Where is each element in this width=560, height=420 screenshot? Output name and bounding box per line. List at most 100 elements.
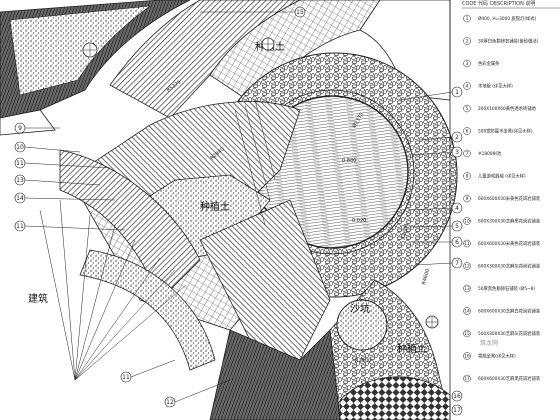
leader-fan (39, 199, 187, 381)
legend-code-marker (463, 37, 471, 45)
legend-code: 16 (464, 354, 470, 360)
legend-code: 7 (466, 151, 469, 157)
callout-bottom-1: 11 (122, 374, 130, 381)
legend-code: 4 (466, 84, 469, 90)
legend-description: Ø400, H=3000 庭院灯(样式) (478, 15, 537, 22)
legend-code-marker (463, 14, 471, 23)
legend-code: 17 (464, 376, 470, 382)
legend-code-marker (463, 329, 471, 338)
callout-right-6: 6 (455, 239, 459, 246)
legend-table: CODE 代码 DESCRIPTION 说明 1 Ø400, H=3000 庭院灯… (462, 0, 560, 383)
legend-description: 色彩金属条 (478, 60, 500, 67)
legend-description: 600X600X30芝麻黑花岗岩铺装 (478, 375, 541, 382)
legend-description: 木地板 (详见大样) (478, 83, 513, 90)
callout-left-5: 14 (16, 195, 24, 202)
callout-right-5: 5 (455, 223, 459, 230)
label-plant-mid: 种植土 (200, 200, 230, 213)
legend-code: 5 (466, 106, 469, 112)
legend-code-marker (463, 104, 471, 113)
callout-left-1: 9 (18, 125, 22, 132)
legend-code-marker (463, 149, 471, 158)
callout-right-4: 4 (455, 205, 459, 212)
legend-description: 500宽防腐木坐凳(详见大样) (478, 128, 533, 135)
dim-d6: R4600 (421, 268, 431, 285)
legend-code: 11 (464, 241, 470, 247)
legend-description: #1800树池 (478, 150, 502, 157)
legend-code: 14 (464, 309, 470, 315)
legend-code: 1 (466, 16, 469, 22)
legend-code: 6 (466, 129, 469, 135)
tree-icon (425, 315, 439, 329)
legend-code: 13 (464, 286, 470, 292)
legend-description: 儿童游戏器械 (详见大样) (478, 173, 526, 180)
watermark: 筑龙网 (480, 339, 498, 347)
legend-header-code: CODE 代码 (462, 0, 488, 7)
legend-code-marker (463, 127, 471, 135)
legend-description: 30厚白色鹅卵石铺装(嵌砂做法) (478, 38, 539, 45)
legend-code-marker (463, 374, 471, 383)
legend-code: 10 (464, 219, 470, 225)
legend-description: 500X300X30芝麻灰花岗岩铺装 (478, 330, 541, 337)
legend-description: 600X600X30芝麻白花岗岩铺装 (478, 308, 541, 315)
callout-left-group: 9 10 11 13 14 11 (14, 122, 126, 232)
legend-description: 600X600X30米黄色花岗岩铺装 (478, 240, 541, 247)
dim-d7: 0.020 (352, 218, 366, 224)
legend-code-marker (463, 82, 471, 90)
legend-code: 2 (466, 39, 469, 45)
granite-paving-bottom (209, 329, 341, 420)
dim-d5: R3600 (401, 223, 410, 240)
legend-code: 9 (466, 196, 469, 202)
leader-fan-center (234, 99, 276, 226)
callout-right-3: 3 (455, 149, 459, 156)
callout-left-2: 10 (16, 144, 24, 151)
legend-description: 50厚黑色鹅卵石铺装 (Ø5~8) (478, 285, 535, 292)
callout-bottom-2: 12 (166, 399, 174, 406)
label-plant-right: 种植土 (397, 342, 427, 355)
legend-description: 600X600X30米黄色花岗岩铺装 (478, 195, 541, 202)
legend-code-marker (463, 194, 471, 203)
legend-description: 600X300X30芝麻黑花岗岩铺装 (478, 218, 541, 225)
step-block (0, 109, 56, 136)
callout-left-4: 13 (16, 177, 24, 184)
label-building: 建筑 (28, 292, 48, 305)
legend-code-marker (463, 284, 471, 293)
sandpit (336, 299, 388, 351)
planting-bed-top (9, 5, 152, 96)
callout-right-2: 2 (455, 134, 459, 141)
dim-d4: 0.880 (342, 158, 356, 164)
legend-code: 15 (464, 331, 470, 337)
callout-bottom-right-1: 16 (453, 393, 461, 400)
fan-band-6 (199, 199, 331, 361)
callout-top (294, 6, 306, 18)
label-sandpit: 沙坑 (350, 302, 370, 315)
fan-band-5 (79, 249, 216, 371)
fan-band-4 (59, 149, 201, 301)
legend-code-marker (463, 307, 471, 315)
callout-left-6: 11 (16, 223, 24, 230)
legend-code-marker (463, 172, 471, 180)
callout-right-7: 7 (455, 260, 459, 267)
callout-right-1: 1 (455, 89, 459, 96)
legend-description: 景观坐凳(详见大样) (478, 353, 516, 360)
legend-code-marker (463, 352, 471, 360)
legend-code-marker (463, 59, 471, 68)
legend-code: 12 (464, 264, 470, 270)
legend-code-marker (463, 239, 471, 248)
legend-description: 200X100X60黄色透水砖铺地 (478, 105, 537, 112)
callout-bottom-group: 11 12 (120, 359, 231, 408)
legend-code: 8 (466, 174, 469, 180)
callout-bottom-right-group: 16 17 (451, 390, 463, 416)
callout-left-3: 11 (16, 160, 24, 167)
legend-header-desc: DESCRIPTION 说明 (490, 0, 535, 7)
dim-d8: R2500 (355, 358, 371, 364)
tree-icon (261, 37, 275, 51)
legend-code-marker (463, 217, 471, 225)
callout-bottom-right-2: 17 (453, 407, 461, 414)
legend-description: 600X300X30芝麻灰花岗岩铺装 (478, 263, 541, 270)
callout-right-group: 1 2 3 4 5 6 7 (399, 86, 463, 269)
callout-top-text: 15 (296, 9, 304, 16)
legend-code-marker (463, 262, 471, 270)
legend-code: 3 (466, 61, 469, 67)
